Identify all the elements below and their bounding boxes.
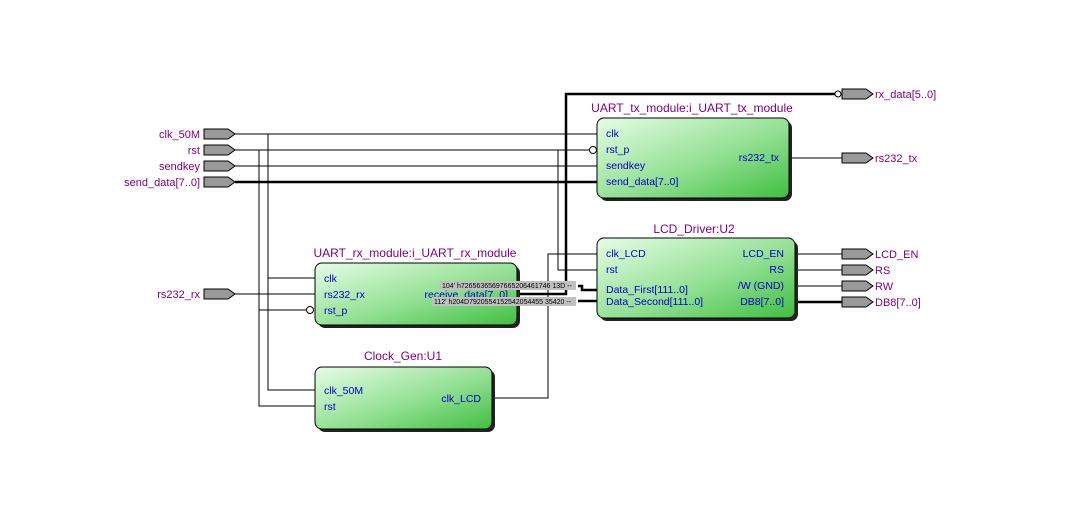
inverter-bubble (306, 306, 314, 314)
port-label: rst (324, 401, 336, 413)
pin-label: rs232_tx (875, 153, 918, 165)
constant-label: 112' h204D7920554152542054455 35420 -- (434, 299, 572, 306)
pin-label: rx_data[5..0] (875, 89, 936, 101)
block-title: LCD_Driver:U2 (653, 222, 735, 236)
bus-data-first (578, 284, 598, 292)
pin-label: clk_50M (159, 129, 200, 141)
port-label: sendkey (606, 160, 646, 172)
port-label: rs232_rx (324, 289, 366, 301)
input-pin-rst[interactable]: rst (188, 144, 236, 157)
port-label: clk_LCD (441, 393, 481, 405)
block-uart-rx[interactable]: UART_rx_module:i_UART_rx_module clk rs23… (306, 246, 521, 328)
port-label: LCD_EN (743, 248, 784, 260)
port-label: rst_p (606, 144, 630, 156)
port-label: Data_Second[111..0] (606, 296, 703, 308)
output-pin-rs232-tx[interactable]: rs232_tx (841, 152, 918, 165)
input-pin-send-data[interactable]: send_data[7..0] (124, 176, 236, 189)
port-label: clk_50M (324, 385, 363, 397)
pin-label: send_data[7..0] (124, 177, 200, 189)
port-label: DB8[7..0] (740, 296, 784, 308)
pin-label: DB8[7..0] (875, 297, 921, 309)
block-title: UART_tx_module:i_UART_tx_module (591, 101, 793, 115)
block-lcd-driver[interactable]: LCD_Driver:U2 clk_LCD rst Data_First[111… (596, 222, 798, 321)
port-label: clk (606, 128, 620, 140)
output-pins: rx_data[5..0] rs232_tx LCD_EN RS RW DB8[… (834, 88, 936, 309)
block-uart-tx[interactable]: UART_tx_module:i_UART_tx_module clk rst_… (589, 101, 794, 201)
inverter-bubble (589, 146, 597, 154)
port-label: rs232_tx (739, 152, 780, 164)
block-title: UART_rx_module:i_UART_rx_module (314, 246, 517, 260)
port-label: send_data[7..0] (606, 176, 678, 188)
pin-label: RW (875, 281, 894, 293)
bus-rx-data (518, 92, 836, 296)
port-label: clk_LCD (606, 248, 646, 260)
input-pin-clk-50m[interactable]: clk_50M (159, 128, 236, 141)
block-clock-gen[interactable]: Clock_Gen:U1 clk_50M rst clk_LCD (314, 349, 495, 432)
output-pin-rw[interactable]: RW (841, 280, 894, 293)
wire-clk-50m (235, 133, 598, 391)
wire-rst (235, 149, 598, 407)
port-label: rst_p (324, 305, 348, 317)
pin-label: sendkey (159, 161, 200, 173)
output-pin-lcd-en[interactable]: LCD_EN (841, 248, 918, 261)
block-title: Clock_Gen:U1 (364, 349, 442, 363)
output-pin-rs[interactable]: RS (841, 264, 890, 277)
port-label: rst (606, 264, 618, 276)
pin-label: RS (875, 265, 890, 277)
port-label: /W (GND) (738, 280, 784, 292)
wire-clk-lcd (493, 253, 598, 399)
output-pin-rx-data[interactable]: rx_data[5..0] (834, 88, 936, 101)
port-label: RS (769, 264, 784, 276)
pin-label: rst (188, 145, 200, 157)
constant-data-first[interactable]: 104' h72656365697665206461746 13D -- (440, 281, 576, 290)
input-pin-sendkey[interactable]: sendkey (159, 160, 236, 173)
input-pins: clk_50M rst sendkey send_data[7..0] rs23… (124, 128, 236, 301)
port-label: Data_First[111..0] (606, 284, 688, 296)
wires (235, 92, 842, 407)
pin-label: rs232_rx (157, 289, 200, 301)
output-pin-db8[interactable]: DB8[7..0] (841, 296, 921, 309)
port-label: clk (324, 273, 338, 285)
constant-label: 104' h72656365697665206461746 13D -- (442, 283, 572, 290)
constant-data-second[interactable]: 112' h204D7920554152542054455 35420 -- (432, 297, 576, 306)
input-pin-rs232-rx[interactable]: rs232_rx (157, 288, 236, 301)
pin-label: LCD_EN (875, 249, 918, 261)
